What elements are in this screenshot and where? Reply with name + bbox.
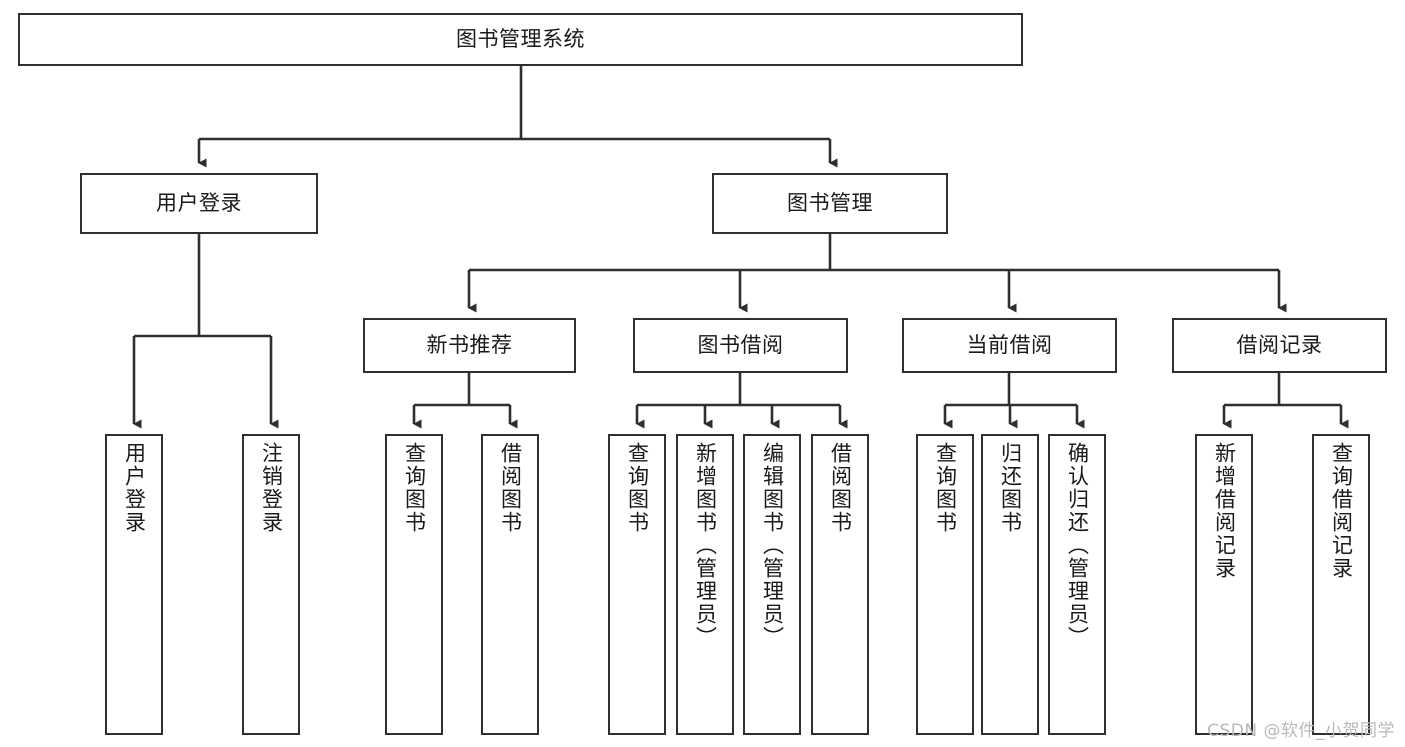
node-leaf-user-login-label: 用户登录: [122, 442, 147, 534]
node-leaf-borrow-book-1[interactable]: 借阅图书: [481, 434, 539, 735]
node-leaf-query-book-1[interactable]: 查询图书: [385, 434, 443, 735]
node-current-borrow-label: 当前借阅: [966, 333, 1053, 358]
node-leaf-query-book-3-label: 查询图书: [933, 442, 958, 534]
node-book-manage-label: 图书管理: [787, 191, 873, 216]
node-borrow-record-label: 借阅记录: [1236, 333, 1323, 358]
node-leaf-user-login[interactable]: 用户登录: [105, 434, 163, 735]
node-leaf-add-record[interactable]: 新增借阅记录: [1195, 434, 1253, 735]
node-user-login[interactable]: 用户登录: [80, 173, 318, 234]
node-leaf-borrow-book-1-label: 借阅图书: [498, 442, 523, 534]
node-leaf-query-record-label: 查询借阅记录: [1329, 442, 1354, 580]
node-leaf-confirm-return-label: 确认归还（管理员）: [1065, 442, 1090, 649]
watermark-text: CSDN @软件_小贺同学: [1207, 721, 1395, 741]
node-leaf-return-book-label: 归还图书: [998, 442, 1023, 534]
node-user-login-label: 用户登录: [156, 191, 242, 216]
node-leaf-confirm-return[interactable]: 确认归还（管理员）: [1048, 434, 1106, 735]
node-root[interactable]: 图书管理系统: [18, 13, 1023, 66]
node-leaf-query-record[interactable]: 查询借阅记录: [1312, 434, 1370, 735]
node-leaf-edit-book[interactable]: 编辑图书（管理员）: [743, 434, 801, 735]
node-root-label: 图书管理系统: [456, 27, 585, 52]
node-leaf-add-record-label: 新增借阅记录: [1212, 442, 1237, 580]
node-leaf-query-book-3[interactable]: 查询图书: [916, 434, 974, 735]
node-leaf-return-book[interactable]: 归还图书: [981, 434, 1039, 735]
node-leaf-logout-login-label: 注销登录: [259, 442, 284, 534]
node-new-book-recommend[interactable]: 新书推荐: [363, 318, 576, 373]
node-leaf-query-book-1-label: 查询图书: [402, 442, 427, 534]
node-leaf-query-book-2[interactable]: 查询图书: [608, 434, 666, 735]
node-leaf-query-book-2-label: 查询图书: [625, 442, 650, 534]
node-book-manage[interactable]: 图书管理: [712, 173, 948, 234]
node-leaf-edit-book-label: 编辑图书（管理员）: [760, 442, 785, 649]
node-leaf-add-book-label: 新增图书（管理员）: [693, 442, 718, 649]
node-book-borrow[interactable]: 图书借阅: [633, 318, 848, 373]
node-book-borrow-label: 图书借阅: [697, 333, 784, 358]
node-leaf-add-book[interactable]: 新增图书（管理员）: [676, 434, 734, 735]
node-new-book-recommend-label: 新书推荐: [426, 333, 513, 358]
node-current-borrow[interactable]: 当前借阅: [902, 318, 1117, 373]
node-borrow-record[interactable]: 借阅记录: [1172, 318, 1387, 373]
node-leaf-borrow-book-2[interactable]: 借阅图书: [811, 434, 869, 735]
node-leaf-logout-login[interactable]: 注销登录: [242, 434, 300, 735]
node-leaf-borrow-book-2-label: 借阅图书: [828, 442, 853, 534]
